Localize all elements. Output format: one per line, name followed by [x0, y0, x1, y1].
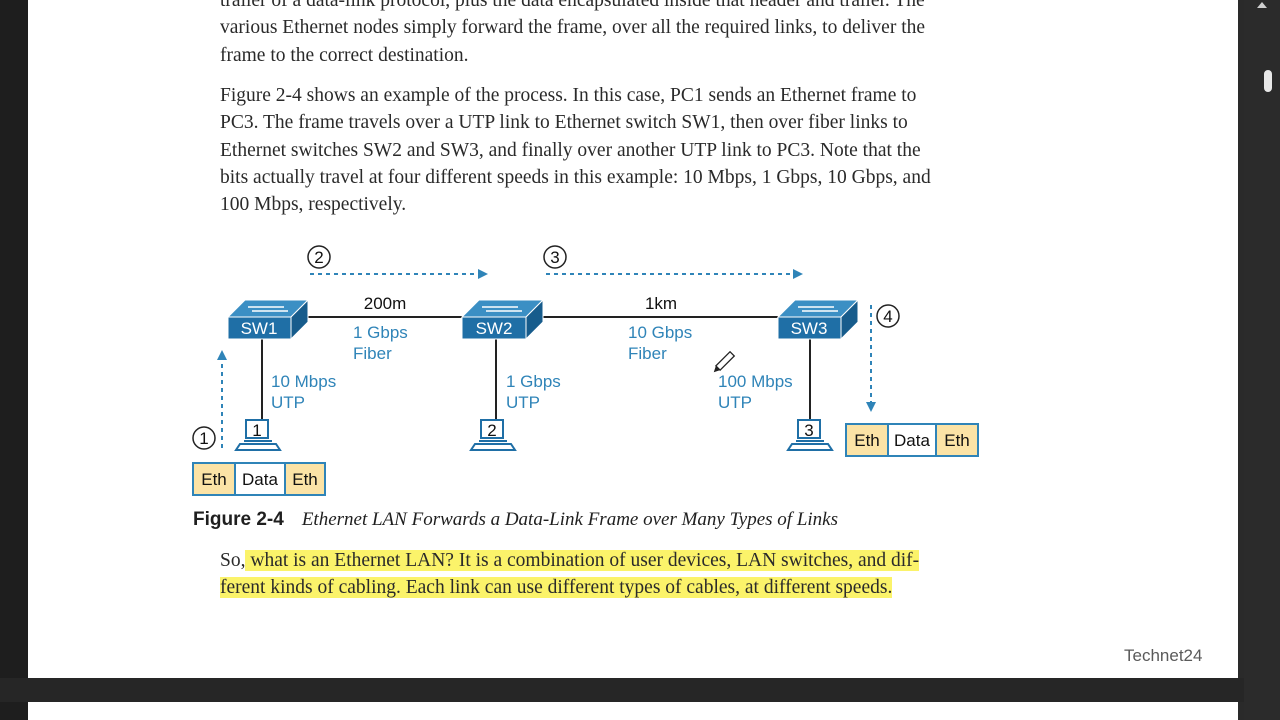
text-line: 100 Mbps, respectively. [220, 194, 407, 216]
text-line: ferent kinds of cabling. Each link can u… [220, 574, 1040, 601]
switch-sw3-icon [776, 298, 860, 341]
text-line: Ethernet switches SW2 and SW3, and final… [220, 139, 921, 161]
frame-trailer-label: Eth [292, 470, 318, 489]
paragraph-2: Figure 2-4 shows an example of the proce… [220, 82, 1040, 218]
pc2-icon [469, 419, 517, 451]
link-speed-10mbps: 10 Mbps [271, 372, 336, 391]
link-medium-fiber: Fiber [628, 344, 667, 363]
text-line: bits actually travel at four different s… [220, 166, 931, 188]
link-speed-1gbps-utp: 1 Gbps [506, 372, 561, 391]
link-speed-1gbps-fiber: 1 Gbps [353, 323, 408, 342]
switch-sw1-icon [226, 298, 310, 341]
switch-label-sw2: SW2 [476, 319, 513, 338]
link-medium-fiber: Fiber [353, 344, 392, 363]
figure-caption: Figure 2-4 Ethernet LAN Forwards a Data-L… [193, 509, 838, 531]
highlighted-text: ferent kinds of cabling. Each link can u… [220, 577, 893, 599]
frame-data-label: Data [242, 470, 278, 489]
switch-label-sw3: SW3 [791, 319, 828, 338]
paragraph-1: trailer of a data-link protocol, plus th… [220, 0, 1040, 69]
text-line: Figure 2-4 shows an example of the proce… [220, 85, 917, 106]
pc1-icon [234, 419, 282, 451]
link-speed-100mbps: 100 Mbps [718, 372, 793, 391]
paragraph-3: So, what is an Ethernet LAN? It is a com… [220, 547, 1040, 602]
text-line: various Ethernet nodes simply forward th… [220, 17, 926, 39]
step-1-marker [192, 426, 216, 450]
pc1-label: 1 [252, 421, 261, 440]
pen-cursor-icon [713, 350, 736, 373]
text-line: PC3. The frame travels over a UTP link t… [220, 112, 908, 134]
step-2-label: 2 [314, 248, 323, 267]
pc2-label: 2 [487, 421, 496, 440]
left-frame [0, 0, 28, 720]
watermark: Technet24 [1124, 646, 1203, 665]
step-2-marker [307, 245, 331, 269]
pc3-label: 3 [804, 421, 813, 440]
frame-header-label: Eth [854, 431, 880, 450]
text-prefix: So, [220, 550, 246, 571]
next-page [28, 702, 1238, 720]
pc3-icon [786, 419, 834, 451]
text-line: frame to the correct destination. [220, 44, 469, 66]
scroll-up-arrow-icon[interactable] [1257, 2, 1267, 8]
link-speed-10gbps: 10 Gbps [628, 323, 692, 342]
link-medium-utp: UTP [271, 393, 305, 412]
step-3-label: 3 [550, 248, 559, 267]
ethernet-frame-received [845, 423, 979, 457]
link-medium-utp: UTP [506, 393, 540, 412]
figure-number: Figure 2-4 [193, 509, 284, 530]
step-1-label: 1 [199, 429, 208, 448]
ethernet-frame-sent [192, 462, 326, 496]
frame-data-label: Data [894, 431, 930, 450]
step-3-marker [543, 245, 567, 269]
frame-trailer-label: Eth [944, 431, 970, 450]
step-4-marker [876, 304, 900, 328]
link-distance-200m: 200m [364, 294, 407, 313]
link-medium-utp: UTP [718, 393, 752, 412]
text-line: So, what is an Ethernet LAN? It is a com… [220, 547, 1040, 574]
scrollbar-thumb[interactable] [1264, 70, 1272, 92]
figure-title: Ethernet LAN Forwards a Data-Link Frame … [301, 509, 838, 530]
scrollbar[interactable] [1244, 0, 1280, 720]
text-line: trailer of a data-link protocol, plus th… [220, 0, 925, 11]
link-distance-1km: 1km [645, 294, 677, 313]
switch-sw2-icon [460, 298, 545, 341]
switch-label-sw1: SW1 [241, 319, 278, 338]
page-gap [0, 678, 1280, 702]
frame-header-label: Eth [201, 470, 227, 489]
highlighted-text: what is an Ethernet LAN? It is a combina… [245, 550, 920, 571]
step-4-label: 4 [883, 307, 892, 326]
